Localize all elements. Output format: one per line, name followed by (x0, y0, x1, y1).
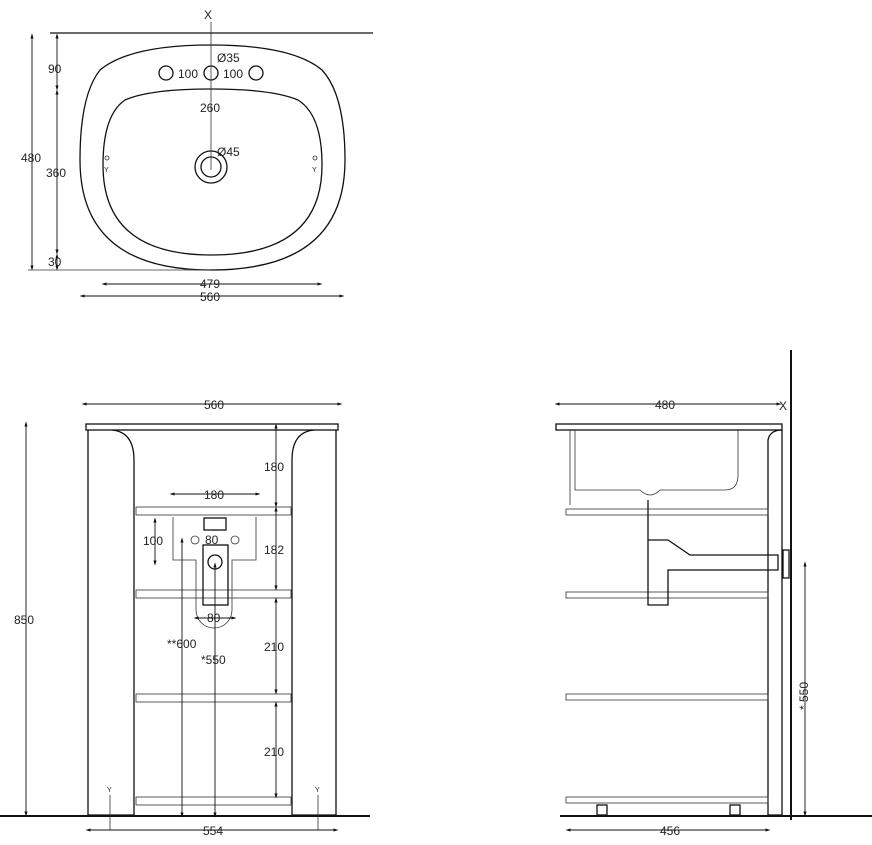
spacing-right-label: 100 (223, 67, 243, 81)
tap-hole-left (158, 65, 174, 81)
height-850-label: 850 (14, 613, 34, 627)
height-210a-label: 210 (264, 640, 284, 654)
outer-width-label: 560 (200, 290, 220, 304)
height-182-label: 182 (264, 543, 284, 557)
drain-diameter-label: Ø45 (217, 145, 240, 159)
width-80-top-label: 80 (205, 533, 219, 547)
tap-hole-right (248, 65, 264, 81)
y-marker-right: Y (315, 787, 320, 794)
depth-480-label: 480 (21, 151, 41, 165)
height-210b-label: 210 (264, 745, 284, 759)
siphon-width-label: 180 (204, 488, 224, 502)
height-100-label: 100 (143, 534, 163, 548)
hole-diameter-label: Ø35 (217, 51, 240, 65)
top-view: X Y Y Ø35 100 100 260 Ø45 480 90 360 30 … (21, 8, 373, 304)
depth-90-label: 90 (48, 62, 62, 76)
depth-30-label: 30 (48, 255, 62, 269)
side-view: 480 X * 550 456 (554, 350, 872, 838)
height-550-label: *550 (201, 653, 226, 667)
height-600-label: **600 (167, 637, 197, 651)
front-width-bottom-label: 554 (203, 824, 223, 838)
x-mark: X (204, 8, 212, 22)
y-marker-left: Y (104, 167, 109, 174)
side-depth-top-label: 480 (655, 398, 675, 412)
height-180-label: 180 (264, 460, 284, 474)
side-depth-bottom-label: 456 (660, 824, 680, 838)
inner-width-label: 479 (200, 277, 220, 291)
x-mark: X (779, 399, 787, 413)
front-view: 560 180 182 210 210 180 100 80 80 **600 … (0, 398, 370, 838)
drain-depth-label: 260 (200, 101, 220, 115)
width-80-bottom-label: 80 (207, 611, 221, 625)
y-marker-left: Y (107, 787, 112, 794)
spacing-left-label: 100 (178, 67, 198, 81)
y-marker-right: Y (312, 167, 317, 174)
wall-height-label: * 550 (797, 682, 811, 710)
front-width-top-label: 560 (204, 398, 224, 412)
depth-360-label: 360 (46, 166, 66, 180)
